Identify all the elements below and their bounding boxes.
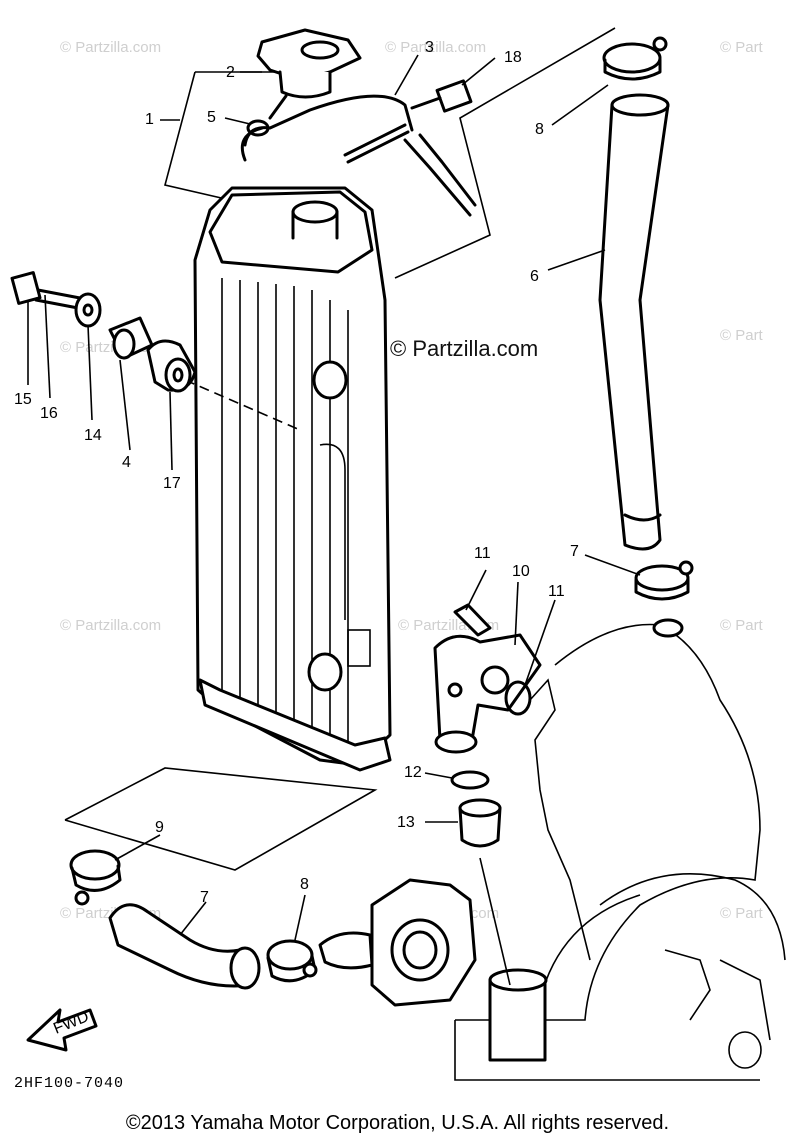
- o-ring: [450, 770, 490, 790]
- callout-number: 18: [504, 49, 522, 66]
- callout-number: 7: [200, 889, 209, 906]
- leader-lines: [27, 54, 641, 941]
- watermark: © Part: [720, 327, 764, 344]
- joint-pipe: [458, 798, 502, 848]
- callout-number: 7: [570, 543, 579, 560]
- callout-number: 8: [535, 121, 544, 138]
- watermark-main: © Partzilla.com: [390, 336, 538, 361]
- hose-band: [343, 79, 473, 164]
- callout-number: 8: [300, 876, 309, 893]
- fwd-arrow-icon: FWD: [26, 1008, 98, 1052]
- watermark: © Part: [720, 39, 764, 56]
- callout-number: 13: [397, 814, 415, 831]
- water-pump-housing: [318, 878, 477, 1007]
- hose-clamp: [69, 849, 122, 906]
- callout-number: 10: [512, 563, 530, 580]
- callout-number: 9: [155, 819, 164, 836]
- callout-number: 6: [530, 268, 539, 285]
- callout-number: 14: [84, 427, 102, 444]
- crankcase: [454, 618, 786, 1081]
- o-ring: [504, 680, 532, 716]
- callout-number: 2: [226, 64, 235, 81]
- hose-clamp: [602, 36, 668, 81]
- callout-number: 5: [207, 109, 216, 126]
- watermark: © Part: [720, 617, 764, 634]
- callout-number: 4: [122, 454, 131, 471]
- watermark: © Partzilla.com: [60, 617, 161, 634]
- callout-number: 1: [145, 111, 154, 128]
- radiator: [184, 186, 392, 772]
- callout-number: 17: [163, 475, 181, 492]
- watermark: © Part: [720, 905, 764, 922]
- coolant-outlet: [433, 633, 542, 754]
- radiator-cap: [256, 28, 362, 120]
- mounting-bolt: [10, 271, 102, 328]
- grommet: [146, 339, 197, 393]
- callout-number: 16: [40, 405, 58, 422]
- diagram-code: 2HF100-7040: [14, 1075, 124, 1092]
- callout-number: 11: [548, 583, 565, 600]
- hose-clamp: [634, 560, 694, 601]
- hose-clamp: [266, 939, 318, 983]
- upper-hose: [598, 93, 670, 551]
- lower-hose: [108, 903, 261, 990]
- watermark: © Partzilla.com: [385, 39, 486, 56]
- callout-number: 12: [404, 764, 422, 781]
- callouts: 1 2 3 5 6 7 7 8 8 9 10 11 11 12 13 14 15…: [14, 39, 579, 906]
- callout-number: 15: [14, 391, 32, 408]
- watermark-layer: © Partzilla.com © Partzilla.com © Part ©…: [60, 39, 764, 922]
- copyright-notice: ©2013 Yamaha Motor Corporation, U.S.A. A…: [125, 1112, 670, 1134]
- outlet-bolt: [453, 603, 492, 637]
- callout-number: 11: [474, 545, 491, 562]
- watermark: © Partzilla.com: [60, 39, 161, 56]
- callout-number: 3: [425, 39, 434, 56]
- hose-clip: [246, 119, 270, 137]
